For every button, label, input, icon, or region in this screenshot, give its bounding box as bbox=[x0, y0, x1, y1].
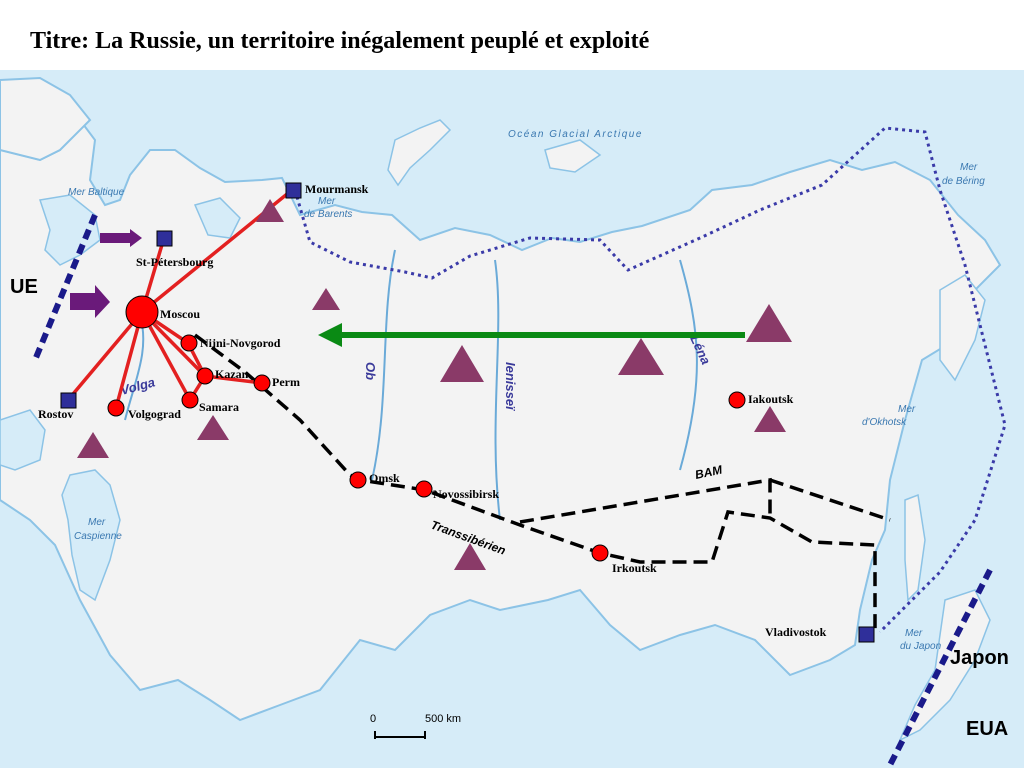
city-volgograd-dot bbox=[107, 399, 125, 417]
label-irkoutsk: Irkoutsk bbox=[612, 561, 657, 575]
scale-bar: 0 500 km bbox=[370, 713, 461, 739]
sakhalin bbox=[904, 493, 926, 602]
city-markers bbox=[107, 295, 746, 562]
river-ienissei bbox=[494, 259, 501, 521]
label-bam: BAM bbox=[694, 462, 725, 482]
triangle-east-siberia bbox=[746, 304, 792, 342]
ob-label: Ob bbox=[363, 362, 378, 380]
label-omsk: Omsk bbox=[369, 471, 400, 485]
ue-boundary bbox=[32, 213, 98, 362]
moscow-links bbox=[66, 188, 294, 409]
caspian-sea bbox=[61, 469, 121, 602]
barents-label-1: Mer bbox=[318, 196, 336, 207]
port-rostov bbox=[60, 392, 77, 409]
city-moscou-dot bbox=[125, 295, 159, 329]
baltic-sea bbox=[39, 194, 101, 266]
severnaya-zemlya bbox=[544, 139, 602, 173]
russia-map: Océan Glacial Arctique Mer Baltique Mer … bbox=[0, 70, 1024, 768]
green-flow-arrow bbox=[318, 323, 745, 347]
caspian-label-1: Mer bbox=[88, 517, 106, 528]
triangle-rostov bbox=[77, 432, 109, 458]
triangle-kola bbox=[256, 199, 284, 222]
black-sea bbox=[0, 409, 46, 471]
river-ob bbox=[371, 249, 396, 481]
map-title: Titre: La Russie, un territoire inégalem… bbox=[30, 28, 650, 54]
triangle-west-siberia bbox=[440, 345, 484, 382]
label-perm: Perm bbox=[272, 375, 300, 389]
label-iakoutsk: Iakoutsk bbox=[748, 392, 794, 406]
japan-sea-label-1: Mer bbox=[905, 628, 923, 639]
pacific-boundary bbox=[887, 568, 993, 767]
city-nijni-dot bbox=[180, 334, 198, 352]
label-vladivostok: Vladivostok bbox=[765, 625, 827, 639]
northern-sea-route bbox=[293, 126, 1007, 634]
label-ue: UE bbox=[10, 276, 38, 298]
baltic-label: Mer Baltique bbox=[68, 187, 125, 198]
label-japon: Japon bbox=[950, 647, 1009, 669]
purple-arrow-moscou bbox=[70, 285, 110, 318]
ienissei-label: Ienisseï bbox=[503, 362, 518, 411]
port-markers bbox=[60, 182, 875, 643]
city-kazan-dot bbox=[196, 367, 214, 385]
port-stpetersbourg bbox=[156, 230, 173, 247]
triangle-central-siberia bbox=[618, 338, 664, 375]
triangle-samara bbox=[197, 415, 229, 440]
barents-label-2: de Barents bbox=[304, 209, 352, 220]
city-irkoutsk-dot bbox=[591, 544, 609, 562]
europe-land bbox=[0, 76, 92, 162]
caspian-label-2: Caspienne bbox=[74, 531, 122, 542]
city-samara-dot bbox=[181, 391, 199, 409]
japan-sea-label-2: du Japon bbox=[900, 641, 942, 652]
city-iakoutsk-dot bbox=[728, 391, 746, 409]
kamchatka bbox=[939, 274, 986, 382]
label-stpetersbourg: St-Pétersbourg bbox=[136, 255, 213, 269]
white-sea bbox=[193, 197, 241, 239]
bering-label-2: de Béring bbox=[942, 176, 985, 187]
bam-railway bbox=[519, 477, 891, 524]
city-novossibirsk-dot bbox=[415, 480, 433, 498]
port-mourmansk bbox=[285, 182, 302, 199]
okhotsk-label-1: Mer bbox=[898, 404, 916, 415]
city-perm-dot bbox=[253, 374, 271, 392]
label-rostov: Rostov bbox=[38, 407, 73, 421]
triangle-urals-north bbox=[312, 288, 340, 310]
okhotsk-label-2: d'Okhotsk bbox=[862, 417, 907, 428]
label-moscou: Moscou bbox=[160, 307, 200, 321]
label-volgograd: Volgograd bbox=[128, 407, 181, 421]
novaya-zemlya bbox=[387, 119, 452, 187]
label-novossibirsk: Novossibirsk bbox=[433, 487, 499, 501]
label-nijni: Nijni-Novgorod bbox=[200, 336, 281, 350]
ocean-label: Océan Glacial Arctique bbox=[508, 129, 643, 140]
bering-label-1: Mer bbox=[960, 162, 978, 173]
triangle-kuzbass bbox=[454, 543, 486, 570]
label-kazan: Kazan bbox=[215, 367, 249, 381]
city-omsk-dot bbox=[349, 471, 367, 489]
triangle-iakoutsk bbox=[754, 406, 786, 432]
river-lena bbox=[679, 259, 698, 471]
scale-km: 500 km bbox=[425, 713, 461, 725]
label-samara: Samara bbox=[199, 400, 239, 414]
label-eua: EUA bbox=[966, 718, 1008, 740]
purple-arrow-stpetersbourg bbox=[100, 229, 142, 247]
scale-zero: 0 bbox=[370, 713, 376, 725]
resource-triangles bbox=[77, 199, 792, 570]
label-mourmansk: Mourmansk bbox=[305, 182, 369, 196]
land-mass bbox=[0, 118, 1002, 722]
port-vladivostok bbox=[858, 626, 875, 643]
